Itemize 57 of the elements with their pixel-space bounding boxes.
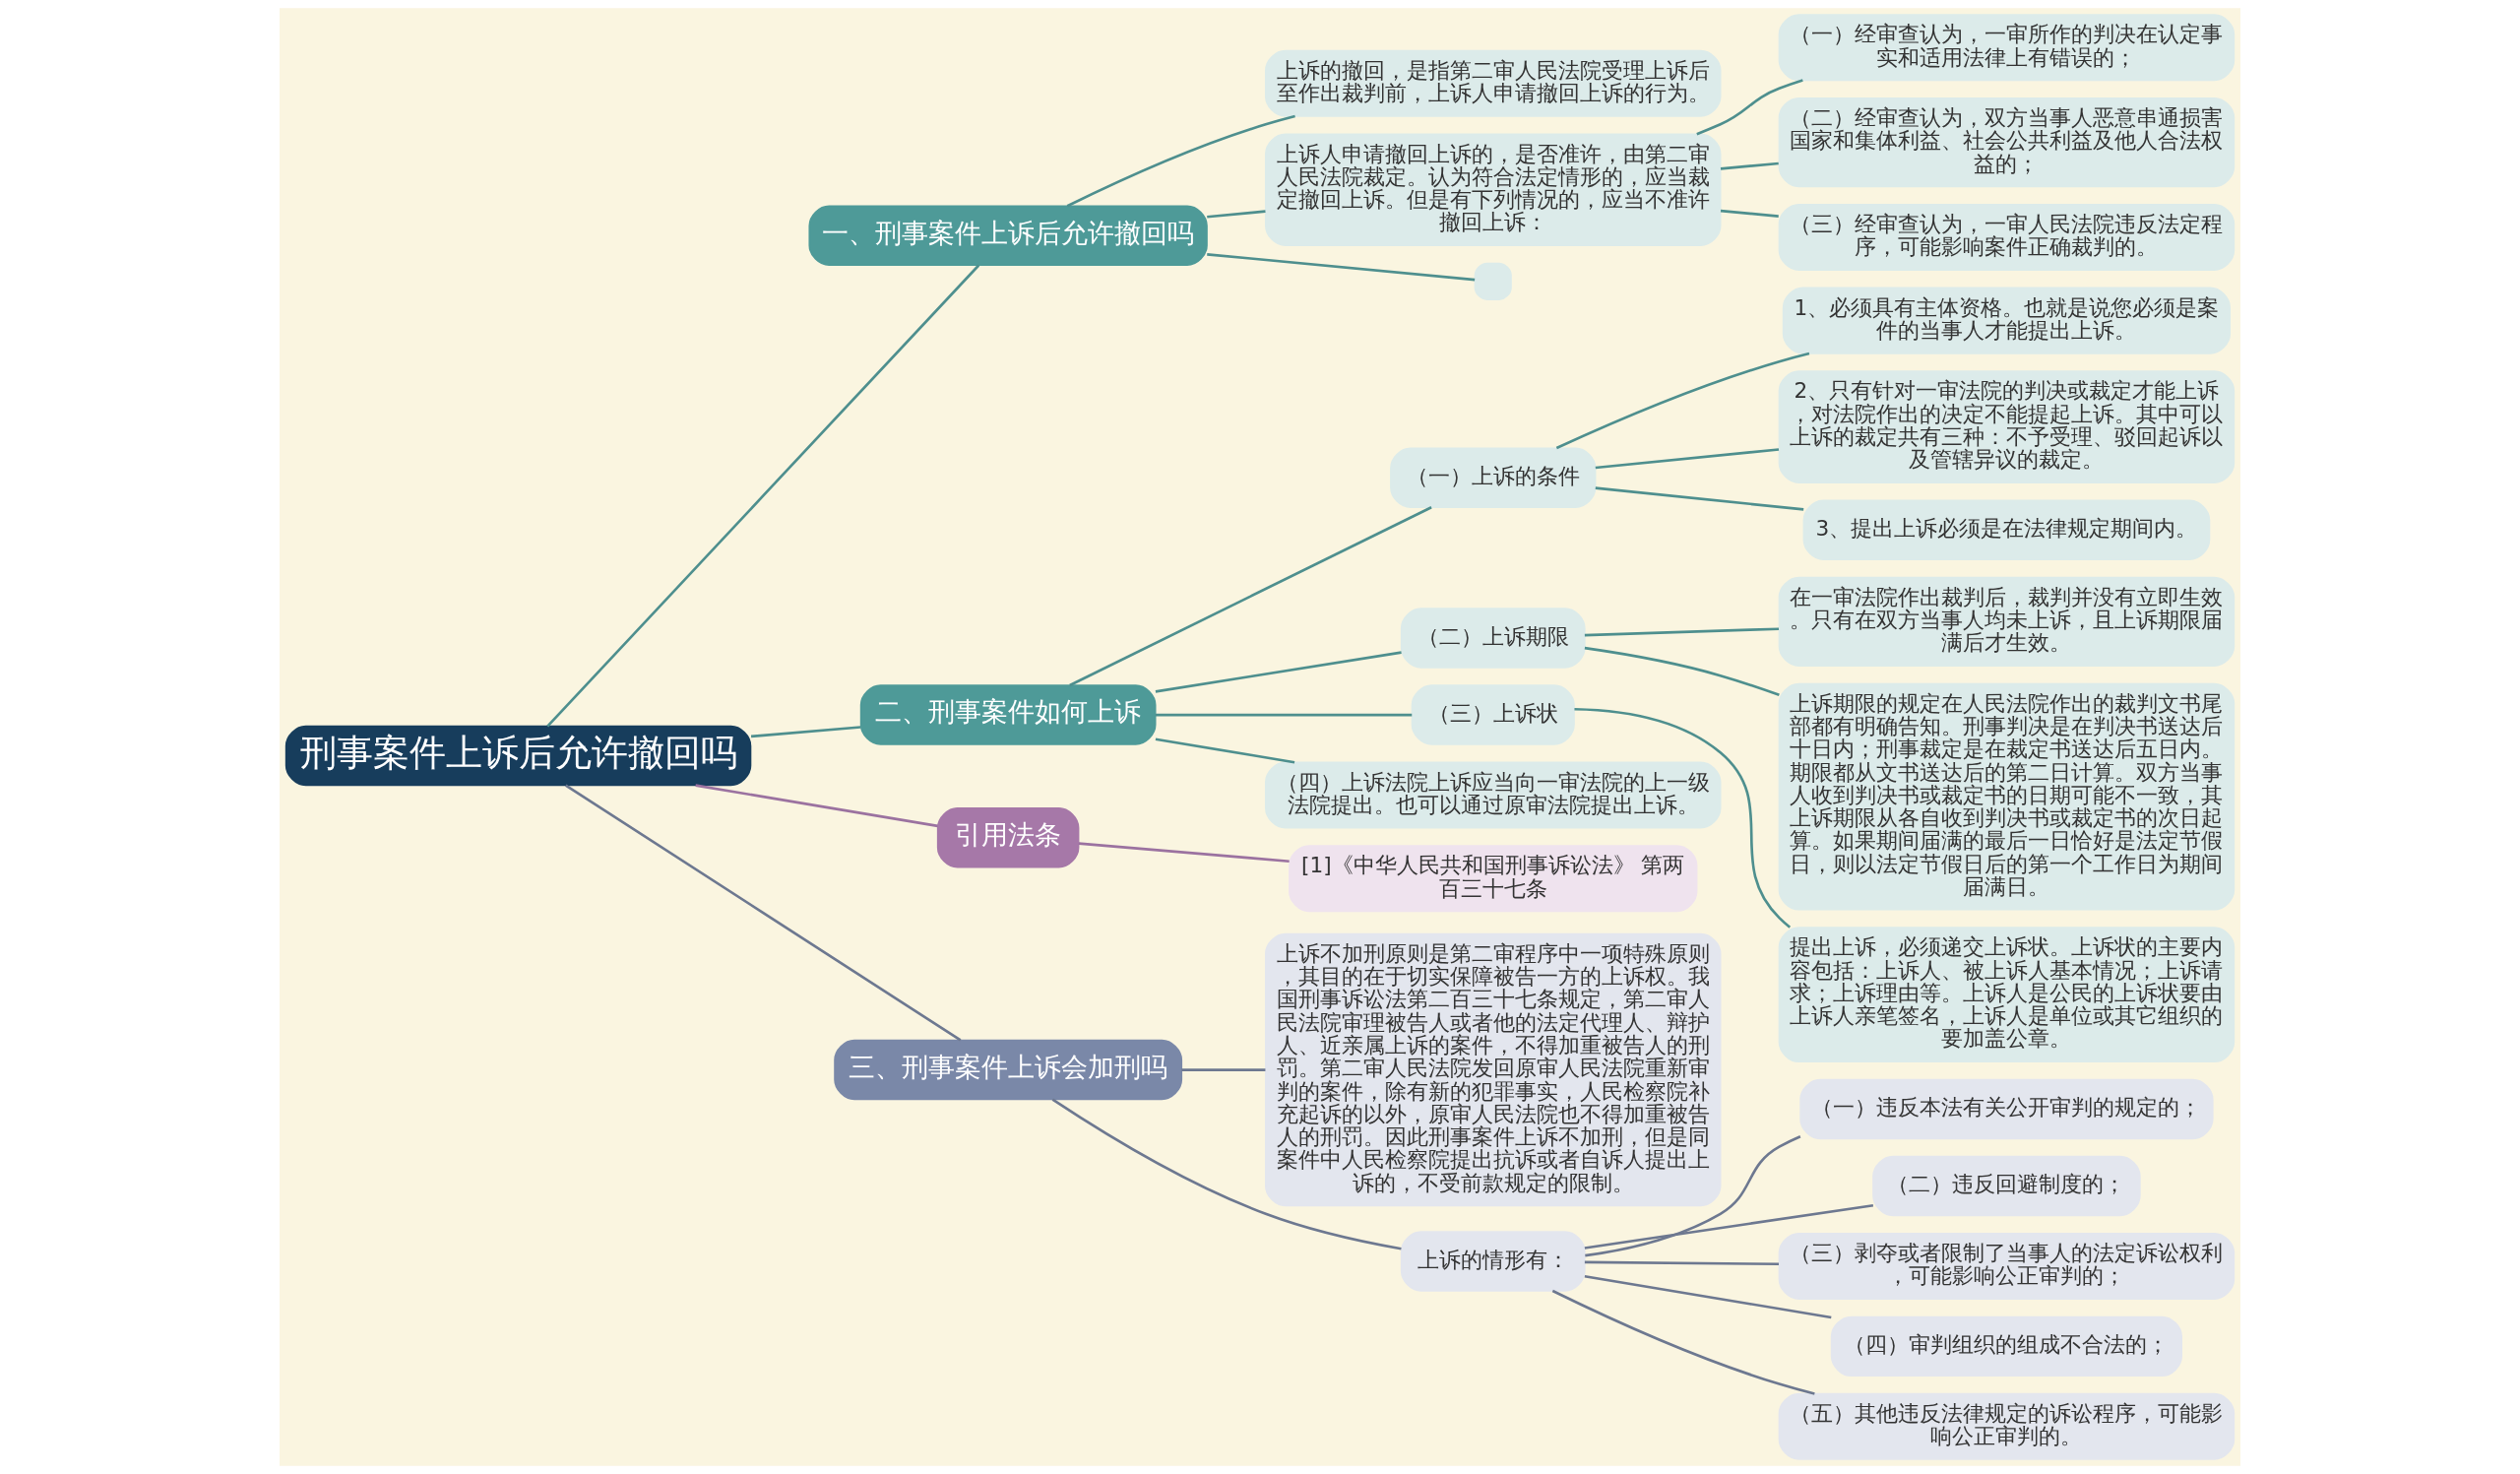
node-box: （二）上诉期限 xyxy=(1400,608,1586,669)
connector xyxy=(1584,1203,1874,1250)
connector xyxy=(695,784,938,828)
connector xyxy=(546,264,980,728)
connector xyxy=(1585,1135,1801,1257)
node-box: 一、刑事案件上诉后允许撤回吗 xyxy=(808,205,1208,266)
connector xyxy=(1595,448,1780,470)
node-box: 3、提出上诉必须是在法律规定期间内。 xyxy=(1802,499,2211,561)
node-box: 提出上诉，必须递交上诉状。上诉状的主要内容包括：上诉人、被上诉人基本情况；上诉请求；上诉理由等。上诉人是公民的上诉状要由上诉人亲笔签名，上诉人是单位或其它组织的要加盖公章。 xyxy=(1778,927,2236,1063)
connector xyxy=(1584,1260,1780,1266)
node-box: （一）上诉的条件 xyxy=(1390,447,1597,508)
connector xyxy=(1574,707,1792,929)
connector xyxy=(1181,1068,1266,1071)
connector xyxy=(1584,627,1780,637)
connector xyxy=(1207,253,1476,282)
node-box: （一）经审查认为，一审所作的判决在认定事实和适用法律上有错误的； xyxy=(1778,14,2236,82)
node-box: [1]《中华人民共和国刑事诉讼法》 第两百三十七条 xyxy=(1289,845,1698,913)
node-box: 1、必须具有主体资格。也就是说您必须是案件的当事人才能提出上诉。 xyxy=(1782,287,2232,354)
connector xyxy=(1069,506,1432,687)
node-box: （二）违反回避制度的； xyxy=(1872,1155,2141,1217)
node-box: 三、刑事案件上诉会加刑吗 xyxy=(834,1039,1183,1101)
connector xyxy=(1720,161,1779,170)
connector xyxy=(1155,651,1402,693)
node-box: 刑事案件上诉后允许撤回吗 xyxy=(284,725,752,787)
connector xyxy=(1584,646,1780,697)
node-box: 二、刑事案件如何上诉 xyxy=(859,684,1157,745)
connector xyxy=(1551,1289,1815,1395)
connector xyxy=(1555,352,1810,450)
node-box: （四）审判组织的组成不合法的； xyxy=(1830,1315,2182,1378)
node-box: 引用法条 xyxy=(936,806,1080,868)
node-box: 上诉的情形有： xyxy=(1400,1231,1586,1292)
connector xyxy=(1696,79,1803,136)
connector xyxy=(1207,210,1266,219)
node-box: 上诉的撤回，是指第二审人民法院受理上诉后至作出裁判前，上诉人申请撤回上诉的行为。 xyxy=(1265,49,1722,117)
node-box: 2、只有针对一审法院的判决或裁定才能上诉，对法院作出的决定不能提起上诉。其中可以上诉的裁定共有三种：不予受理、驳回起诉以及管辖异议的裁定。 xyxy=(1778,370,2236,483)
node-box: （三）上诉状 xyxy=(1411,684,1575,745)
node-box: （五）其他违反法律规定的诉讼程序，可能影响公正审判的。 xyxy=(1778,1392,2236,1460)
node-box: 在一审法院作出裁判后，裁判并没有立即生效。只有在双方当事人均未上诉，且上诉期限届满后才生效。 xyxy=(1778,576,2236,668)
connector xyxy=(750,726,861,738)
connector xyxy=(1078,842,1290,864)
connector xyxy=(1066,114,1295,208)
node-box: 上诉不加刑原则是第二审程序中一项特殊原则，其目的在于切实保障被告一方的上诉权。我国刑事诉讼法第二百三十七条规定，第二审人民法院审理被告人或者他的法定代理人、辩护人、近亲属上诉的案件，不得加重被告人的刑罚。第二审人民法院发回原审人民法院重新审判的案件，除有新的犯罪事实，人民检察院补充起诉的以外，原审人民法院也不得加重被告人的刑罚。因此刑事案件上诉不加刑，但是同案件中人民检察院提出抗诉或者自诉人提出上诉的，不受前款规定的限制。 xyxy=(1265,932,1722,1207)
connector xyxy=(1595,486,1804,511)
connector xyxy=(1584,1274,1832,1319)
node-box: （三）剥夺或者限制了当事人的法定诉讼权利，可能影响公正审判的； xyxy=(1778,1232,2236,1300)
node-box: 上诉人申请撤回上诉的，是否准许，由第二审人民法院裁定。认为符合法定情形的，应当裁定撤回上诉。但是有下列情况的，应当不准许撤回上诉： xyxy=(1265,133,1722,247)
connector xyxy=(1720,209,1779,218)
node-box: （一）违反本法有关公开审判的规定的； xyxy=(1799,1078,2214,1140)
node-box: （三）经审查认为，一审人民法院违反法定程序，可能影响案件正确裁判的。 xyxy=(1778,203,2236,271)
connector xyxy=(1051,1098,1402,1250)
connector xyxy=(565,784,962,1042)
connector xyxy=(1155,737,1295,764)
node-box: 上诉期限的规定在人民法院作出的裁判文书尾部都有明确告知。刑事判决是在判决书送达后十日内；刑事裁定是在裁定书送达后五日内。期限都从文书送达后的第二日计算。双方当事人收到判决书或裁定书的日期可能不一致，其上诉期限从各自收到判决书或裁定书的次日起算。如果期间届满的最后一日恰好是法定节假日，则以法定节假日后的第一个工作日为期间届满日。 xyxy=(1778,682,2236,911)
node-box: （二）经审查认为，双方当事人恶意串通损害国家和集体利益、社会公共利益及他人合法权益的； xyxy=(1778,96,2236,188)
node-box: （四）上诉法院上诉应当向一审法院的上一级法院提出。也可以通过原审法院提出上诉。 xyxy=(1265,761,1722,829)
node-box xyxy=(1474,262,1512,300)
connector xyxy=(1155,713,1413,717)
